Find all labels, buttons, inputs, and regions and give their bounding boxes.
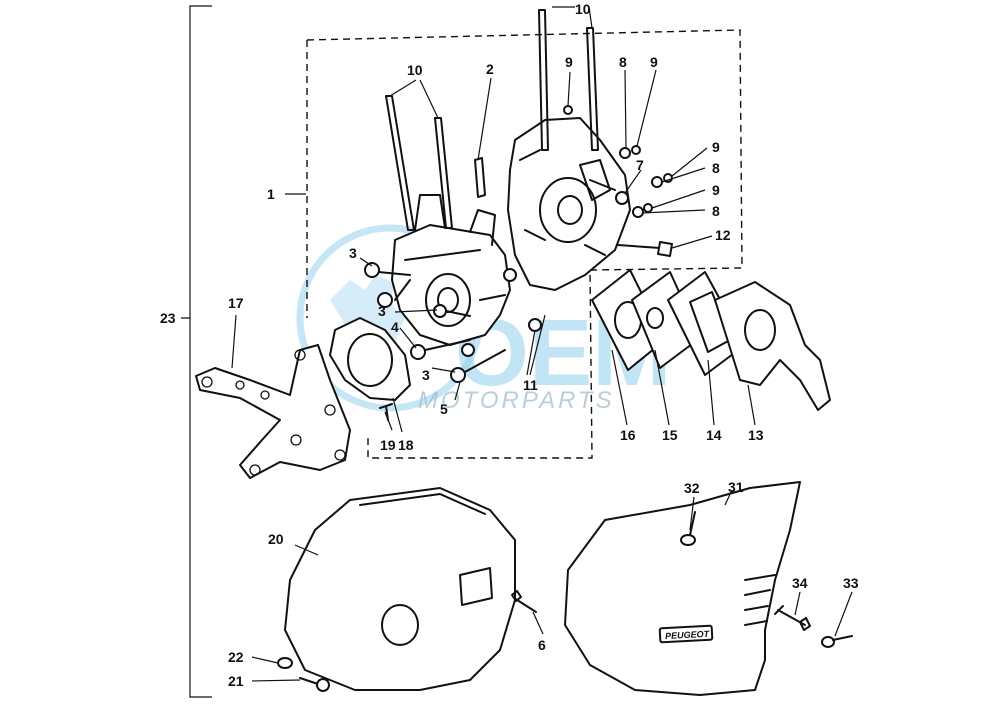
label-2: 2	[486, 61, 494, 77]
screws-3-4-5	[364, 262, 542, 383]
label-7: 7	[636, 157, 644, 173]
screw-34	[774, 605, 811, 631]
label-18: 18	[398, 437, 414, 453]
label-12: 12	[715, 227, 731, 243]
label-4: 4	[391, 319, 399, 335]
label-32: 32	[684, 480, 700, 496]
screw-32	[680, 511, 696, 546]
label-31: 31	[728, 479, 744, 495]
label-9-a: 9	[565, 54, 573, 70]
cover-20	[284, 487, 516, 691]
label-8-b: 8	[712, 160, 720, 176]
label-8-a: 8	[619, 54, 627, 70]
group-box-1	[306, 29, 743, 459]
bolt-12	[617, 241, 673, 257]
label-3-b: 3	[378, 303, 386, 319]
label-22: 22	[228, 649, 244, 665]
label-11: 11	[523, 377, 538, 393]
crankcase-half-left	[391, 194, 511, 346]
bracket-17	[195, 344, 351, 479]
label-9-c: 9	[712, 139, 720, 155]
screw-21	[299, 677, 330, 692]
label-10-a: 10	[575, 1, 591, 17]
label-3-a: 3	[349, 245, 357, 261]
label-34: 34	[792, 575, 808, 591]
oil-seal-18	[329, 317, 411, 401]
watermark-sub-text: MOTORPARTS	[418, 387, 615, 414]
cover-logo-peugeot: PEUGEOT	[665, 629, 711, 641]
label-1: 1	[267, 186, 275, 202]
dowel-pin-2	[474, 157, 486, 198]
label-8-c: 8	[712, 203, 720, 219]
label-21: 21	[228, 673, 244, 689]
intake-manifold-13	[714, 281, 831, 411]
label-3-c: 3	[422, 367, 430, 383]
studs-10-top	[538, 9, 599, 151]
label-20: 20	[268, 531, 284, 547]
label-9-d: 9	[712, 182, 720, 198]
label-9-b: 9	[650, 54, 658, 70]
screw-6	[511, 590, 537, 613]
screw-33	[821, 635, 853, 648]
label-14: 14	[706, 427, 722, 443]
cover-31: PEUGEOT	[564, 481, 801, 696]
part-labels: 1 2 3 3 3 4 5 6 7 8 8 8 9 9 9 9 10 10 11…	[160, 1, 859, 689]
label-10-b: 10	[407, 62, 423, 78]
label-13: 13	[748, 427, 764, 443]
label-19: 19	[380, 437, 396, 453]
label-33: 33	[843, 575, 859, 591]
leader-lines	[231, 6, 853, 682]
assembly-bracket-23	[181, 5, 212, 698]
label-16: 16	[620, 427, 636, 443]
label-5: 5	[440, 401, 448, 417]
label-6: 6	[538, 637, 546, 653]
label-23: 23	[160, 310, 176, 326]
washer-22	[277, 657, 293, 669]
crankcase-half-right	[507, 117, 631, 291]
label-17: 17	[228, 295, 244, 311]
label-15: 15	[662, 427, 678, 443]
